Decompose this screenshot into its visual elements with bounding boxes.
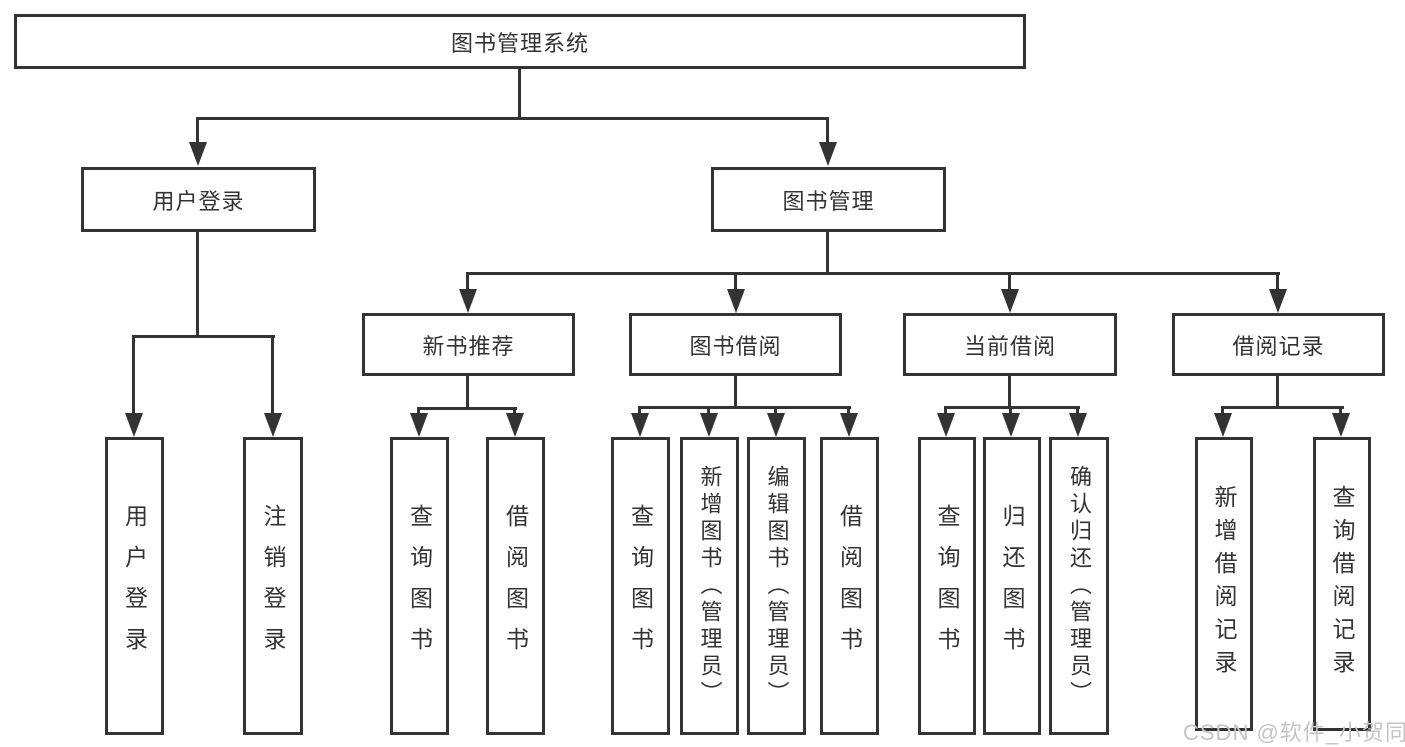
arrow-down-icon [1001, 289, 1019, 313]
connector-line-v [417, 407, 420, 416]
node-label: 新书推荐 [422, 333, 515, 359]
arrow-down-icon [125, 413, 143, 437]
leaf-borrow-books-borrow: 借阅图书 [820, 437, 879, 735]
node-book-management: 图书管理 [711, 167, 946, 232]
node-label: 图书管理 [782, 188, 875, 214]
connector-line-v [638, 406, 641, 416]
connector-line-v [1339, 406, 1342, 416]
node-label: 图书借阅 [689, 333, 782, 359]
connector-line-h [638, 406, 851, 409]
leaf-label: 借阅图书 [502, 504, 529, 668]
leaf-label: 查询借阅记录 [1329, 485, 1355, 683]
arrow-down-icon [1002, 413, 1020, 437]
node-new-book-recommend: 新书推荐 [362, 313, 575, 376]
connector-line-v [847, 406, 850, 416]
arrow-down-icon [1332, 413, 1350, 437]
connector-line-v [1076, 406, 1079, 416]
connector-line-v [774, 406, 777, 416]
arrow-down-icon [264, 413, 282, 437]
arrow-down-icon [189, 142, 207, 166]
leaf-query-books-borrow: 查询图书 [611, 437, 670, 735]
node-book-borrow: 图书借阅 [629, 313, 842, 376]
connector-line-v [707, 406, 710, 416]
arrow-down-icon [410, 413, 428, 437]
arrow-down-icon [819, 142, 837, 166]
leaf-query-books-current: 查询图书 [918, 437, 976, 735]
leaf-label: 新增图书（管理员） [697, 464, 723, 708]
connector-line-v [1276, 272, 1279, 292]
node-label: 图书管理系统 [450, 30, 589, 56]
connector-line-v [196, 232, 199, 338]
leaf-label: 编辑图书（管理员） [764, 464, 790, 708]
connector-line-v [1009, 406, 1012, 416]
connector-line-v [518, 69, 521, 119]
leaf-add-book-admin: 新增图书（管理员） [680, 437, 739, 735]
node-borrow-records: 借阅记录 [1172, 313, 1385, 376]
arrow-down-icon [767, 413, 785, 437]
leaf-label: 新增借阅记录 [1211, 485, 1237, 683]
connector-line-h [466, 272, 1280, 275]
leaf-borrow-books-recommend: 借阅图书 [486, 437, 545, 735]
leaf-label: 确认归还（管理员） [1067, 464, 1092, 708]
connector-line-v [826, 117, 829, 144]
connector-line-v [513, 407, 516, 416]
connector-line-v [196, 117, 199, 144]
connector-line-h [944, 406, 1080, 409]
leaf-user-login: 用户登录 [105, 437, 164, 735]
connector-line-v [466, 376, 469, 410]
arrow-down-icon [1069, 413, 1087, 437]
leaf-logout: 注销登录 [243, 437, 303, 735]
connector-line-v [826, 232, 829, 275]
node-user-login: 用户登录 [81, 167, 316, 232]
connector-line-v [734, 376, 737, 409]
arrow-down-icon [840, 413, 858, 437]
leaf-return-book: 归还图书 [983, 437, 1041, 735]
arrow-down-icon [700, 413, 718, 437]
connector-line-v [1276, 376, 1279, 409]
leaf-label: 注销登录 [260, 504, 286, 668]
leaf-label: 借阅图书 [836, 504, 863, 668]
connector-line-h [417, 407, 517, 410]
leaf-add-borrow-record: 新增借阅记录 [1195, 437, 1253, 731]
arrow-down-icon [1214, 413, 1232, 437]
connector-line-v [1221, 406, 1224, 416]
arrow-down-icon [631, 413, 649, 437]
connector-line-v [1008, 272, 1011, 292]
leaf-label: 查询图书 [934, 504, 960, 668]
connector-line-v [734, 272, 737, 292]
connector-line-v [1008, 376, 1011, 409]
leaf-confirm-return-admin: 确认归还（管理员） [1049, 437, 1109, 735]
node-label: 当前借阅 [963, 333, 1056, 359]
connector-line-v [466, 272, 469, 292]
connector-line-v [132, 335, 135, 415]
leaf-label: 查询图书 [627, 504, 654, 668]
arrow-down-icon [1269, 289, 1287, 313]
connector-line-h [132, 335, 275, 338]
arrow-down-icon [727, 289, 745, 313]
arrow-down-icon [937, 413, 955, 437]
leaf-query-books-recommend: 查询图书 [390, 437, 449, 735]
leaf-edit-book-admin: 编辑图书（管理员） [747, 437, 806, 735]
connector-line-v [944, 406, 947, 416]
csdn-watermark: CSDN @软件_小贺同学 [1183, 720, 1405, 745]
connector-line-h [196, 117, 829, 120]
connector-line-h [1221, 406, 1344, 409]
node-label: 用户登录 [152, 188, 245, 214]
connector-line-v [271, 335, 274, 415]
leaf-label: 归还图书 [999, 504, 1025, 668]
node-label: 借阅记录 [1232, 333, 1325, 359]
node-current-borrow: 当前借阅 [903, 313, 1117, 376]
leaf-label: 查询图书 [406, 504, 433, 668]
arrow-down-icon [459, 289, 477, 313]
node-root-library-system: 图书管理系统 [14, 14, 1026, 69]
leaf-label: 用户登录 [121, 504, 148, 668]
leaf-query-borrow-record: 查询借阅记录 [1313, 437, 1371, 731]
arrow-down-icon [506, 413, 524, 437]
